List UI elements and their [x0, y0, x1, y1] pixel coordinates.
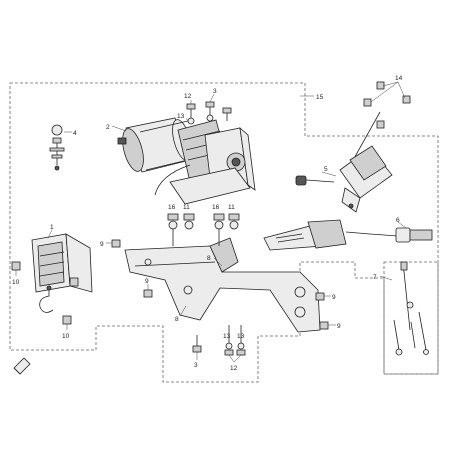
callout-16-left: 16 — [168, 204, 176, 211]
part-bottom-fasteners — [192, 325, 246, 356]
callout-13-bottom-a: 13 — [223, 333, 231, 340]
callout-9-right-bottom: 9 — [337, 323, 341, 330]
callout-15: 15 — [316, 94, 324, 101]
callout-12-bottom: 12 — [230, 365, 238, 372]
callout-4: 4 — [73, 130, 77, 137]
callout-16-right: 16 — [212, 204, 220, 211]
callout-9-left: 9 — [100, 241, 104, 248]
part-top-fasteners — [186, 101, 232, 125]
part-7-rod-kit — [393, 261, 429, 356]
part-1-fairlead-hook — [31, 233, 93, 313]
part-6-remote — [263, 219, 433, 251]
callout-9-center: 9 — [145, 278, 149, 285]
callout-3-top: 3 — [213, 88, 217, 95]
callout-14: 14 — [395, 75, 403, 82]
callout-13-top: 13 — [177, 113, 185, 120]
callout-1: 1 — [50, 224, 54, 231]
callout-9-right-top: 9 — [332, 294, 336, 301]
callout-10-left: 10 — [12, 279, 20, 286]
callout-8-plate: 8 — [207, 255, 211, 262]
callout-3-bottom: 3 — [194, 362, 198, 369]
assembly-boundary-main — [9, 82, 439, 383]
callout-2: 2 — [106, 124, 110, 131]
callout-8-bracket: 8 — [175, 316, 179, 323]
callout-11-left: 11 — [183, 204, 190, 211]
callout-13-bottom-b: 13 — [237, 333, 245, 340]
part-5-contactor — [295, 111, 393, 213]
part-2-winch-motor — [117, 117, 256, 205]
part-mid-washers — [167, 213, 240, 246]
arrow-indicator-icon — [13, 357, 31, 375]
callout-10-bottom: 10 — [62, 333, 70, 340]
part-8-mounting-bracket — [124, 237, 321, 333]
callout-5: 5 — [324, 166, 328, 173]
boundary-remote-group — [383, 261, 439, 375]
callout-12-top: 12 — [184, 93, 192, 100]
callout-6: 6 — [396, 217, 400, 224]
callout-11-right: 11 — [228, 204, 235, 211]
part-4-breather — [49, 124, 65, 171]
callout-7: 7 — [373, 274, 377, 281]
part-14-screws — [363, 81, 411, 129]
